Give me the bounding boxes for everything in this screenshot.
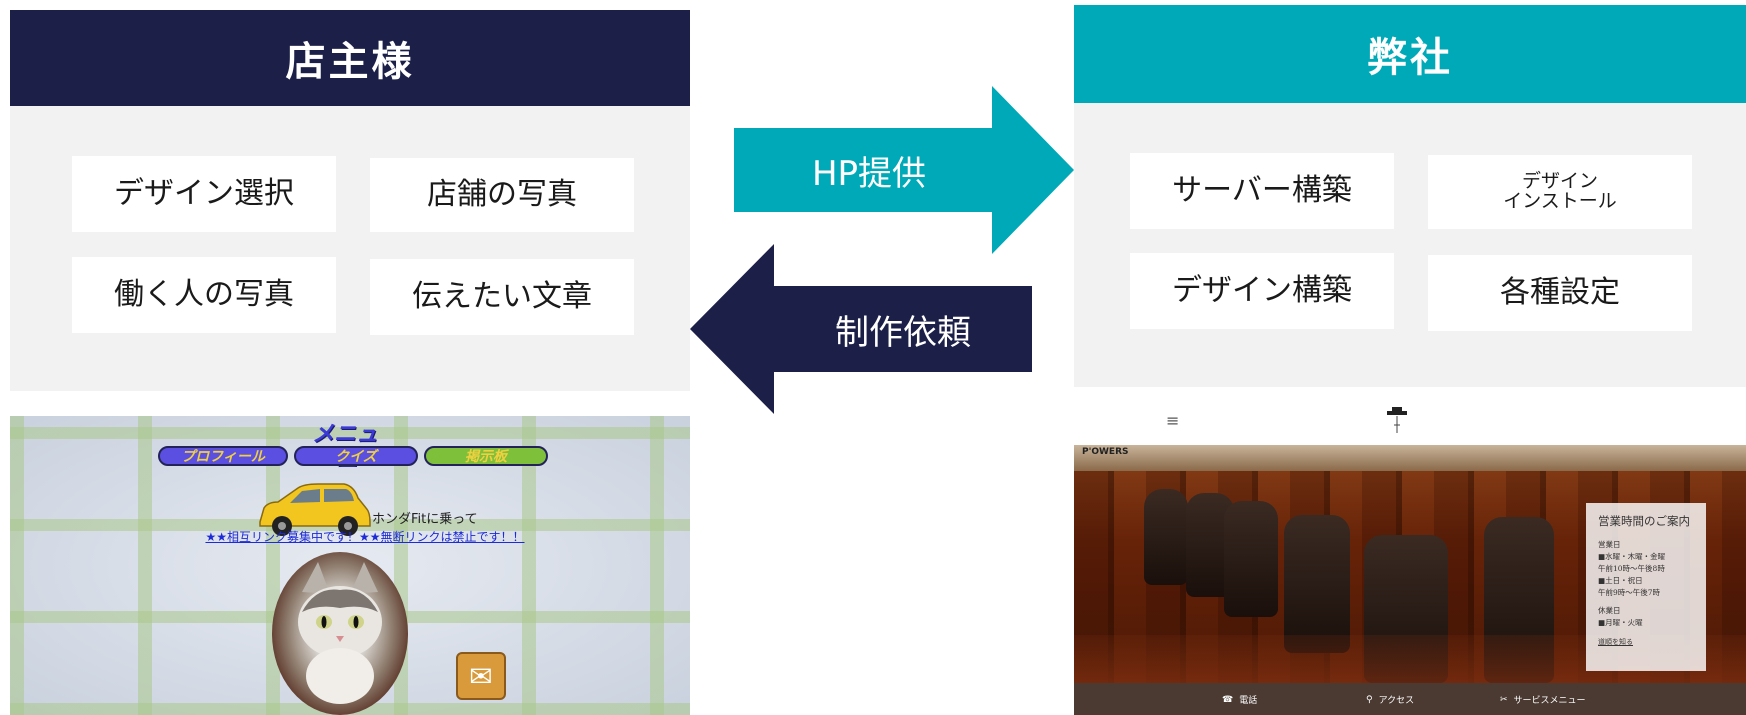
store-photo-box: 店舗の写真 <box>370 158 634 232</box>
hours-line: 休業日 <box>1598 606 1621 615</box>
new-homepage-screenshot: ≡ P'OWERS 営業時間のご案内 営業日 ■水曜・木曜・金曜 午前10時〜午… <box>1074 399 1746 715</box>
mail-icon[interactable]: ✉ <box>456 652 506 700</box>
server-build-box: サーバー構築 <box>1130 153 1394 229</box>
footer-phone[interactable]: ☎ 電話 <box>1222 693 1258 707</box>
message-text-box: 伝えたい文章 <box>370 259 634 335</box>
site-footer-bar: ☎ 電話 ⚲ アクセス ✂ サービスメニュー <box>1074 683 1746 715</box>
hp-provide-label: HP提供 <box>811 153 927 194</box>
design-selection-box: デザイン選択 <box>72 156 336 232</box>
right-arrow-shape <box>734 86 1074 254</box>
settings-box: 各種設定 <box>1428 255 1692 331</box>
wall-sign: P'OWERS <box>1082 447 1129 457</box>
bbs-button[interactable]: 掲示板 <box>424 446 548 466</box>
left-arrow-shape <box>690 244 1032 414</box>
car-icon <box>259 483 371 536</box>
company-panel: 弊社 サーバー構築 デザイン インストール デザイン構築 各種設定 <box>1074 5 1746 387</box>
production-request-arrow: 制作依頼 <box>690 244 1032 414</box>
profile-button[interactable]: プロフィール <box>158 446 288 466</box>
hours-line: ■月曜・火曜 <box>1598 618 1643 627</box>
store-owner-panel: 店主様 デザイン選択 店舗の写真 働く人の写真 伝えたい文章 <box>10 10 690 391</box>
hp-provide-arrow: HP提供 <box>734 86 1074 254</box>
map-pin-icon: ⚲ <box>1366 694 1373 705</box>
scissors-icon: ✂ <box>1500 694 1508 705</box>
phone-icon: ☎ <box>1222 694 1234 705</box>
footer-access-label: アクセス <box>1378 696 1415 706</box>
staff-photo-box: 働く人の写真 <box>72 257 336 333</box>
hours-line: 営業日 <box>1598 540 1621 549</box>
footer-service-menu[interactable]: ✂ サービスメニュー <box>1500 693 1586 707</box>
quiz-button[interactable]: クイズ <box>294 446 418 466</box>
footer-access[interactable]: ⚲ アクセス <box>1366 693 1415 707</box>
cat-face-icon <box>298 562 382 704</box>
business-hours-card: 営業時間のご案内 営業日 ■水曜・木曜・金曜 午前10時〜午後8時 ■土日・祝日… <box>1586 503 1706 671</box>
design-build-box: デザイン構築 <box>1130 253 1394 329</box>
link-notice[interactable]: ★★相互リンク募集中です！★★無断リンクは禁止です！！ <box>205 530 525 544</box>
car-caption: ホンダFitに乗って <box>372 512 478 527</box>
retro-menu-title: メニュー <box>311 422 378 479</box>
production-request-label: 制作依頼 <box>835 312 971 353</box>
company-title: 弊社 <box>1074 5 1746 103</box>
footer-phone-label: 電話 <box>1239 696 1258 706</box>
design-install-box: デザイン インストール <box>1428 155 1692 229</box>
barber-logo-icon[interactable] <box>1384 407 1410 435</box>
site-header: ≡ <box>1074 399 1746 445</box>
store-owner-title: 店主様 <box>10 10 690 106</box>
old-homepage-screenshot: メニュー プロフィール クイズ 掲示板 ホンダFitに乗って ★★相互リンク募集… <box>10 416 690 715</box>
hours-line: ■土日・祝日 <box>1598 576 1643 585</box>
hours-title: 営業時間のご案内 <box>1598 514 1690 528</box>
hours-line: 午前10時〜午後8時 <box>1598 564 1665 573</box>
cat-photo <box>272 552 408 715</box>
hamburger-menu-icon[interactable]: ≡ <box>1166 411 1180 430</box>
hours-line: 午前9時〜午後7時 <box>1598 588 1661 597</box>
footer-service-label: サービスメニュー <box>1513 696 1586 706</box>
directions-link[interactable]: 道順を知る <box>1598 638 1633 646</box>
hours-line: ■水曜・木曜・金曜 <box>1598 552 1666 561</box>
